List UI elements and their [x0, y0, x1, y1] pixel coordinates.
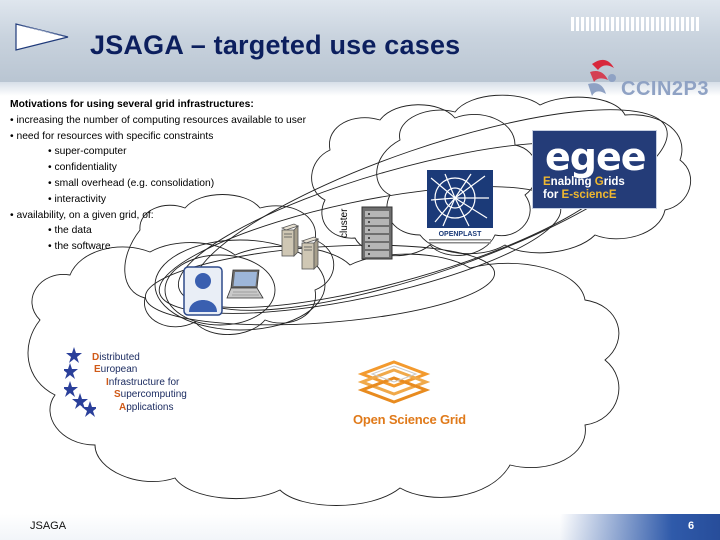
- deisa-word: istributed: [99, 352, 140, 363]
- deisa-logo-text: Distributed European Infrastructure for …: [92, 352, 187, 414]
- deisa-word: uropean: [100, 364, 138, 376]
- cloud-left-inner: [124, 194, 335, 335]
- egee-text: nabling: [550, 176, 595, 188]
- egee-initial: G: [594, 176, 604, 188]
- deisa-initial: I: [106, 376, 109, 388]
- deisa-initial: A: [119, 401, 127, 413]
- motivation-subitem: • interactivity: [48, 193, 106, 205]
- deisa-initial: S: [114, 389, 121, 401]
- motivation-title: Motivations for using several grid infra…: [10, 99, 254, 110]
- motivation-item: • increasing the number of computing res…: [10, 114, 307, 126]
- user-ring: [164, 254, 276, 326]
- deisa-initial: E: [94, 364, 101, 376]
- egee-initial: E: [543, 176, 551, 188]
- barcode-icon: [571, 17, 699, 31]
- server-icon: [280, 223, 300, 257]
- user-icon: [183, 266, 223, 316]
- deisa-word: upercomputing: [120, 389, 187, 401]
- egee-text: rids: [603, 176, 625, 188]
- osg-logo-text: Open Science Grid: [353, 412, 466, 427]
- openplast-logo: OPENPLAST: [427, 170, 493, 244]
- footer-title: JSAGA: [30, 520, 67, 532]
- motivation-subitem: • the data: [48, 225, 92, 237]
- motivation-subitem: • super-computer: [48, 146, 127, 158]
- deisa-logo-stars: [64, 347, 96, 417]
- star-icon: [82, 401, 96, 417]
- play-arrow-icon: [15, 23, 69, 51]
- server-icon: [300, 236, 320, 270]
- footer-accent: [560, 514, 720, 540]
- osg-layers-icon: [357, 360, 431, 404]
- cloud-upper-right: [376, 94, 692, 255]
- page-title: JSAGA – targeted use cases: [90, 30, 461, 60]
- motivation-subitem: • the software: [48, 241, 111, 253]
- egee-logo: egee Enabling Grids for E-sciencE: [532, 130, 657, 209]
- egee-logo-subtitle: Enabling Grids for E-sciencE: [543, 176, 625, 202]
- slide-header: [0, 0, 720, 82]
- page-number: 6: [688, 520, 695, 532]
- motivation-text: Motivations for using several grid infra…: [10, 97, 380, 255]
- star-icon: [64, 381, 78, 397]
- cc-in2p3-logo-text: CCIN2P3: [621, 78, 709, 100]
- motivation-subitem: • small overhead (e.g. consolidation): [48, 177, 215, 189]
- cluster-label: cluster: [339, 208, 350, 238]
- deisa-word: pplications: [126, 401, 174, 413]
- cloud-large-bottom: [27, 242, 620, 506]
- egee-logo-word: egee: [545, 135, 647, 179]
- egee-text: for: [543, 189, 562, 201]
- egee-initial: E-sciencE: [561, 189, 617, 201]
- cc-in2p3-logo-icon: [588, 59, 616, 96]
- motivation-subitem: • confidentiality: [48, 162, 117, 174]
- star-icon: [64, 363, 78, 379]
- header-fade: [0, 82, 720, 96]
- deisa-word: nfrastructure for: [108, 376, 180, 388]
- cluster-rack-icon: [361, 206, 393, 260]
- user-ring-2: [154, 239, 326, 331]
- cloud-cluster: [311, 104, 538, 257]
- motivation-item: • need for resources with specific const…: [10, 130, 214, 142]
- laptop-icon: [226, 269, 264, 299]
- motivation-item: • availability, on a given grid, of:: [10, 209, 154, 221]
- deisa-initial: D: [92, 352, 100, 363]
- openplast-logo-text: OPENPLAST: [439, 231, 483, 238]
- star-icon: [66, 347, 82, 363]
- star-icon: [72, 393, 88, 409]
